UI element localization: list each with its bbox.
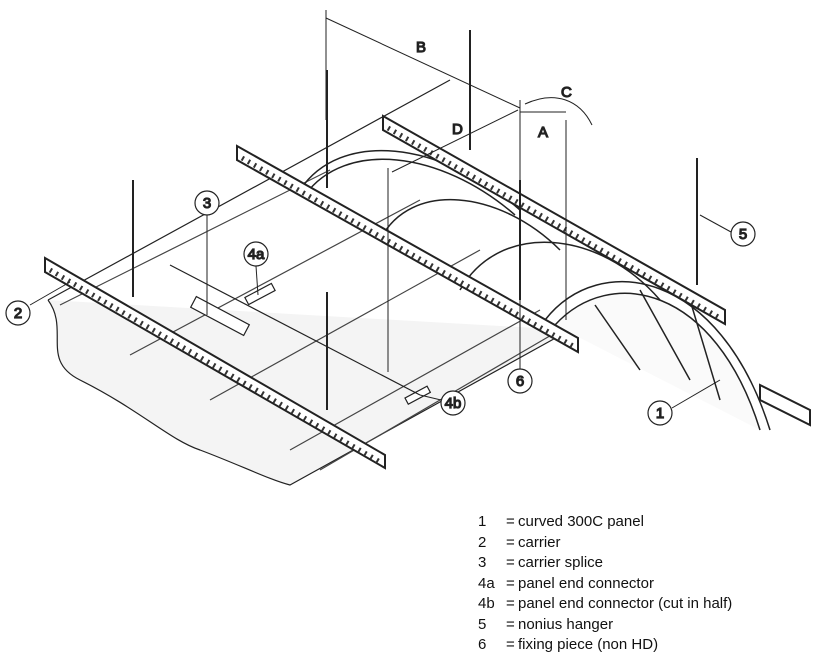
svg-text:5: 5 (739, 226, 747, 243)
callout-4b: 4b (440, 390, 466, 416)
support-rod (169, 264, 421, 396)
dimension-c: C (561, 84, 572, 101)
callout-leaders (29, 214, 732, 409)
svg-text:4a: 4a (248, 246, 265, 263)
svg-text:4b: 4b (445, 395, 462, 412)
callout-6: 6 (507, 368, 533, 394)
carrier-slots (48, 125, 722, 465)
legend-item: 5=nonius hanger (478, 615, 614, 633)
dimension-d: D (452, 121, 463, 138)
panel-end-connector-half (404, 385, 432, 405)
legend-item: 2=carrier (478, 533, 561, 551)
callout-5: 5 (730, 221, 756, 247)
legend-item: 3=carrier splice (478, 554, 604, 571)
carrier-splice (189, 295, 251, 337)
legend-item: 1=curved 300C panel (478, 513, 644, 530)
dimension-b: B (416, 39, 426, 56)
legend-item: 4b=panel end connector (cut in half) (478, 595, 733, 612)
dimension-a: A (538, 124, 548, 141)
dimension-lines (325, 10, 593, 372)
callout-4a: 4a (243, 241, 269, 267)
svg-text:3: 3 (203, 195, 211, 212)
callout-3: 3 (194, 190, 220, 216)
callout-1: 1 (647, 400, 673, 426)
svg-text:1: 1 (656, 405, 664, 422)
svg-text:2: 2 (14, 305, 22, 322)
panel-end-connector (244, 282, 276, 306)
legend: 1=curved 300C panel 2=carrier 3=carrier … (478, 512, 732, 656)
legend-item: 6=fixing piece (non HD) (478, 636, 659, 653)
callout-2: 2 (5, 300, 31, 326)
legend-item: 4a=panel end connector (478, 574, 654, 592)
svg-text:6: 6 (516, 373, 524, 390)
